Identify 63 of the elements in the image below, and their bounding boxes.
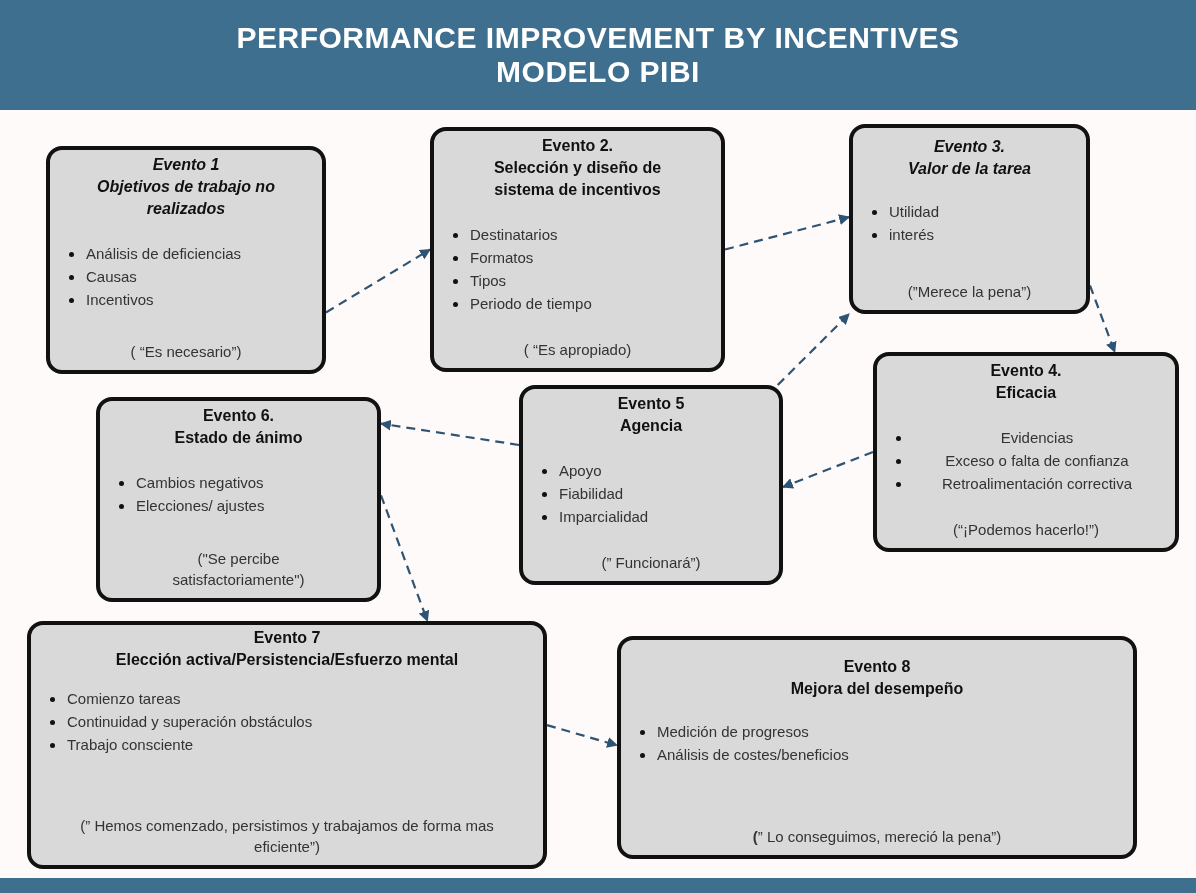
event-title: Selección y diseño de sistema de incentivos [492, 158, 663, 200]
bullet-item: Cambios negativos [114, 471, 363, 494]
bullet-item: Causas [64, 265, 308, 288]
event-number: Evento 8 [843, 657, 911, 677]
event-box [849, 124, 1090, 314]
event-box [96, 397, 381, 602]
bullet-item: Fiabilidad [537, 482, 765, 505]
bullet-item: Análisis de deficiencias [64, 242, 308, 265]
quote-text: ( “Es apropiado) [523, 340, 632, 360]
event-number: Evento 1 [152, 155, 220, 175]
event-number: Evento 5 [617, 394, 685, 414]
dashed-arrow [325, 248, 431, 314]
quote-text: (“¡Podemos hacerlo!”) [953, 520, 1099, 540]
bullet-item: Exceso o falta de confianza [891, 449, 1161, 472]
event-box [46, 146, 326, 374]
bullet-item: Formatos [448, 246, 707, 269]
bullet-item: Apoyo [537, 459, 765, 482]
event-title: Elección activa/Persistencia/Esfuerzo mental [115, 650, 459, 670]
event-title: Agencia [619, 416, 683, 436]
event-number: Evento 4. [990, 361, 1062, 381]
quote-text: (”Merece la pena”) [907, 282, 1032, 302]
event-title: Valor de la tarea [908, 159, 1031, 179]
event-title: Eficacia [995, 383, 1057, 403]
bullet-item: Medición de progresos [635, 720, 1119, 743]
bullet-item: Tipos [448, 269, 707, 292]
event-box [27, 621, 547, 869]
dashed-arrow [776, 313, 850, 386]
event-box [519, 385, 783, 585]
event-number: Evento 2. [541, 136, 614, 156]
bullet-item: Utilidad [867, 200, 1072, 223]
quote-text: (” Lo conseguimos, mereció la pena”) [752, 827, 1002, 847]
event-title: Estado de ánimo [174, 428, 303, 448]
bullet-item: Continuidad y superación obstáculos [45, 710, 529, 733]
event-title: Mejora del desempeño [790, 679, 964, 699]
dashed-arrow [1088, 285, 1117, 354]
event-number: Evento 3. [933, 137, 1006, 157]
bullet-item: Imparcialidad [537, 505, 765, 528]
bullet-item: Trabajo consciente [45, 733, 529, 756]
bullet-item: Destinatarios [448, 223, 707, 246]
bullet-item: Elecciones/ ajustes [114, 494, 363, 517]
event-box [430, 127, 725, 372]
dashed-arrow [546, 724, 619, 748]
quote-text: (” Funcionará”) [601, 553, 701, 573]
bullet-item: Evidencias [891, 426, 1161, 449]
bullet-item: Retroalimentación correctiva [891, 472, 1161, 495]
dashed-arrow [379, 495, 430, 623]
event-number: Evento 7 [253, 628, 321, 648]
event-title: Objetivos de trabajo no realizados [96, 177, 276, 219]
bullet-item: Periodo de tiempo [448, 292, 707, 315]
quote-text: ("Se percibe satisfactoriamente") [171, 549, 306, 590]
diagram-title: PERFORMANCE IMPROVEMENT BY INCENTIVES MODELO PIBI [235, 21, 961, 89]
event-box [617, 636, 1137, 859]
bullet-item: Incentivos [64, 288, 308, 311]
event-box [873, 352, 1179, 552]
bullet-item: interés [867, 223, 1072, 246]
dashed-arrow [379, 419, 520, 447]
dashed-arrow [781, 450, 874, 489]
bullet-item: Análisis de costes/beneficios [635, 743, 1119, 766]
dashed-arrow [724, 214, 851, 251]
quote-text: (” Hemos comenzado, persistimos y trabajamos de forma mas eficiente”) [79, 816, 495, 857]
bullet-item: Comienzo tareas [45, 687, 529, 710]
event-number: Evento 6. [202, 406, 275, 426]
quote-text: ( “Es necesario”) [130, 342, 242, 362]
